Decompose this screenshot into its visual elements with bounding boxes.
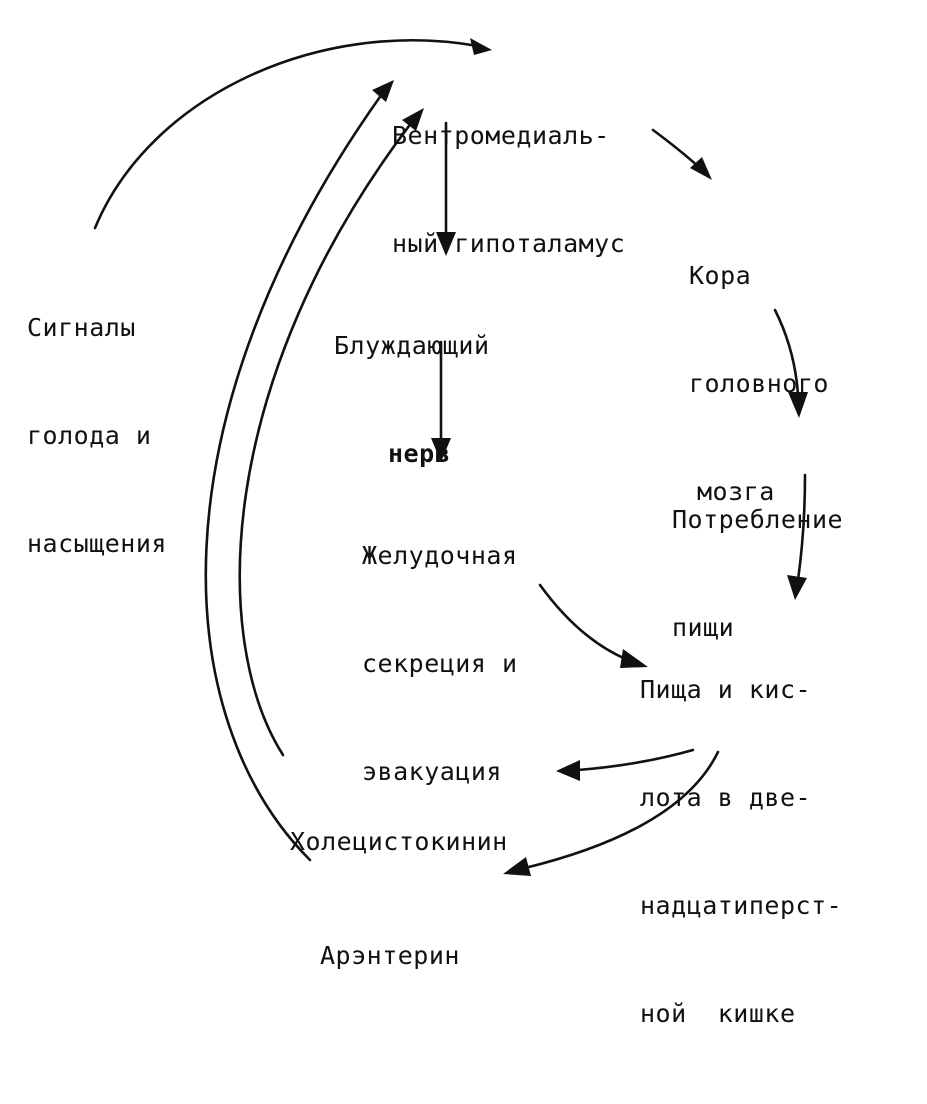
edge-hypothalamus-to-vagus — [436, 121, 456, 256]
node-vagus-nerve: Блуждающий нерв — [334, 256, 490, 544]
node-gastric-secretion-line-1: Желудочная — [362, 541, 518, 570]
node-cholecystokinin-line-1: Холецистокинин — [290, 827, 508, 856]
node-duodenum: Пища и кис- лота в две- надцатиперст- но… — [640, 600, 842, 1104]
node-hunger-signals-line-1: Сигналы — [27, 313, 136, 342]
edge-duodenum-to-arenterin — [503, 750, 720, 876]
node-arenterin-line-1: Арэнтерин — [320, 941, 460, 970]
edge-hunger-to-hypothalamus — [93, 38, 492, 230]
node-food-intake-line-1: Потребление — [672, 505, 844, 534]
node-vagus-nerve-line-1: Блуждающий — [334, 331, 490, 360]
edge-vagus-to-gastric — [431, 340, 451, 462]
edge-cholecystokinin-to-hypothalamus — [238, 108, 424, 757]
node-duodenum-line-4: ной кишке — [640, 999, 796, 1028]
node-cortex-line-3: мозга — [697, 477, 775, 506]
node-cortex: Кора головного мозга — [689, 186, 829, 582]
node-gastric-secretion-line-3: эвакуация — [362, 757, 502, 786]
edge-food-intake-to-duodenum — [787, 473, 807, 600]
diagram-edges — [93, 38, 808, 876]
node-duodenum-line-2: лота в две- — [640, 783, 812, 812]
node-food-intake-line-2: пищи — [672, 613, 735, 642]
node-hypothalamus: Вентромедиаль- ный гипоталамус — [392, 46, 625, 334]
node-hunger-signals: Сигналы голода и насыщения — [27, 238, 167, 634]
node-duodenum-line-3: надцатиперст- — [640, 891, 843, 920]
node-vagus-nerve-line-2: нерв — [388, 439, 451, 468]
node-hypothalamus-line-1: Вентромедиаль- — [392, 121, 610, 150]
node-gastric-secretion: Желудочная секреция и эвакуация — [362, 466, 518, 862]
node-food-intake: Потребление пищи — [672, 430, 843, 718]
node-cortex-line-2: головного — [689, 369, 829, 398]
node-cortex-line-1: Кора — [689, 261, 752, 290]
node-arenterin: Арэнтерин — [320, 866, 460, 1046]
node-hunger-signals-line-3: насыщения — [27, 529, 167, 558]
edge-arenterin-to-hypothalamus — [204, 80, 394, 862]
node-cholecystokinin: Холецистокинин — [290, 752, 508, 932]
diagram-canvas: Вентромедиаль- ный гипоталамус Сигналы г… — [27, 38, 843, 1028]
node-hunger-signals-line-2: голода и — [27, 421, 152, 450]
node-hypothalamus-line-2: ный гипоталамус — [392, 229, 626, 258]
edge-duodenum-to-cholecystokinin — [556, 748, 695, 781]
edge-hypothalamus-to-cortex — [651, 128, 712, 180]
node-gastric-secretion-line-2: секреция и — [362, 649, 518, 678]
edge-cortex-to-food-intake — [773, 308, 808, 418]
edge-gastric-to-duodenum — [538, 583, 648, 668]
node-duodenum-line-1: Пища и кис- — [640, 675, 812, 704]
